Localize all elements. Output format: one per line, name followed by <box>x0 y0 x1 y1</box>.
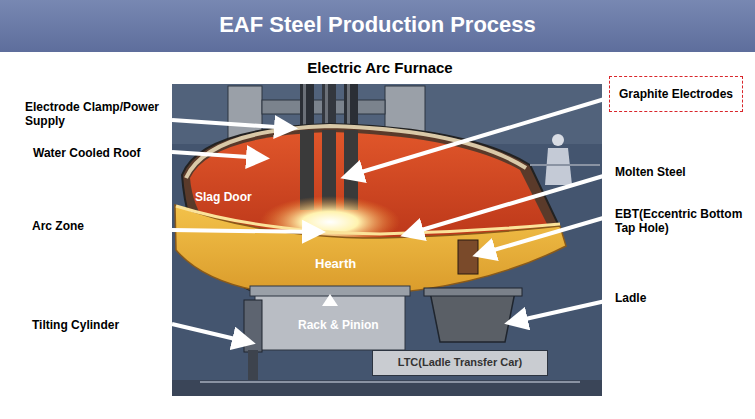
part-label: Tilting Cylinder <box>32 318 162 332</box>
part-label: Rack & Pinion <box>298 318 408 332</box>
ladle-vessel <box>430 292 515 342</box>
title-text: EAF Steel Production Process <box>0 12 755 38</box>
part-label: Electrode Clamp/Power Supply <box>25 100 175 129</box>
part-label: Slag Door <box>195 190 275 204</box>
rack-pinion-symbol <box>322 294 338 306</box>
part-label: Ladle <box>615 291 735 305</box>
part-label: Electric Arc Furnace <box>290 59 470 77</box>
highlight-box: Graphite Electrodes <box>609 76 743 112</box>
part-label: Hearth <box>315 256 395 272</box>
photo-background <box>172 84 602 396</box>
node-text: LTC(Ladle Transfer Car) <box>398 356 523 369</box>
part-label: EBT(Eccentric Bottom Tap Hole) <box>615 207 750 236</box>
node-text: Graphite Electrodes <box>619 87 733 101</box>
part-label: Molten Steel <box>615 165 745 179</box>
part-label: Arc Zone <box>32 219 152 233</box>
transfer-car-box: LTC(Ladle Transfer Car) <box>372 350 548 376</box>
leader-arrows <box>172 98 610 342</box>
part-label: Water Cooled Roof <box>33 146 173 160</box>
